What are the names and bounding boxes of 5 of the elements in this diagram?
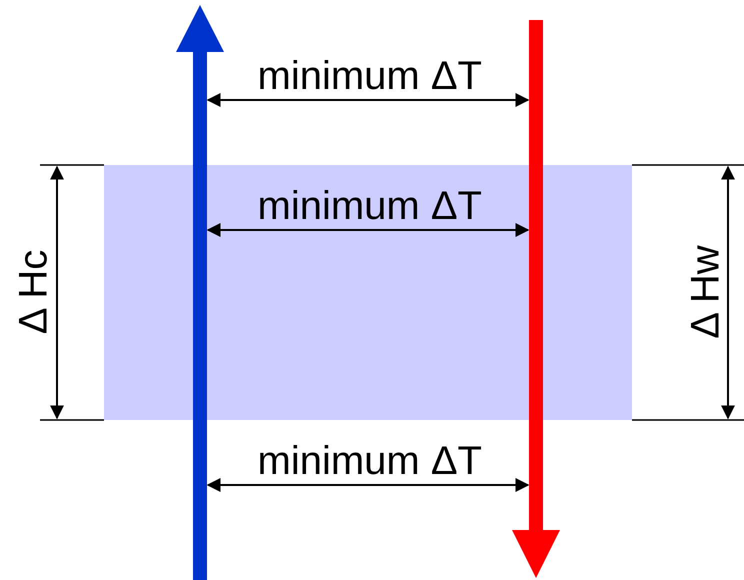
temperature-difference-label: minimum ΔT [258, 184, 482, 228]
dimension-label: Δ Hc [10, 250, 55, 334]
temperature-difference-label: minimum ΔT [258, 439, 482, 483]
temperature-difference-label: minimum ΔT [258, 54, 482, 98]
dimension-label: Δ Hw [683, 245, 728, 339]
